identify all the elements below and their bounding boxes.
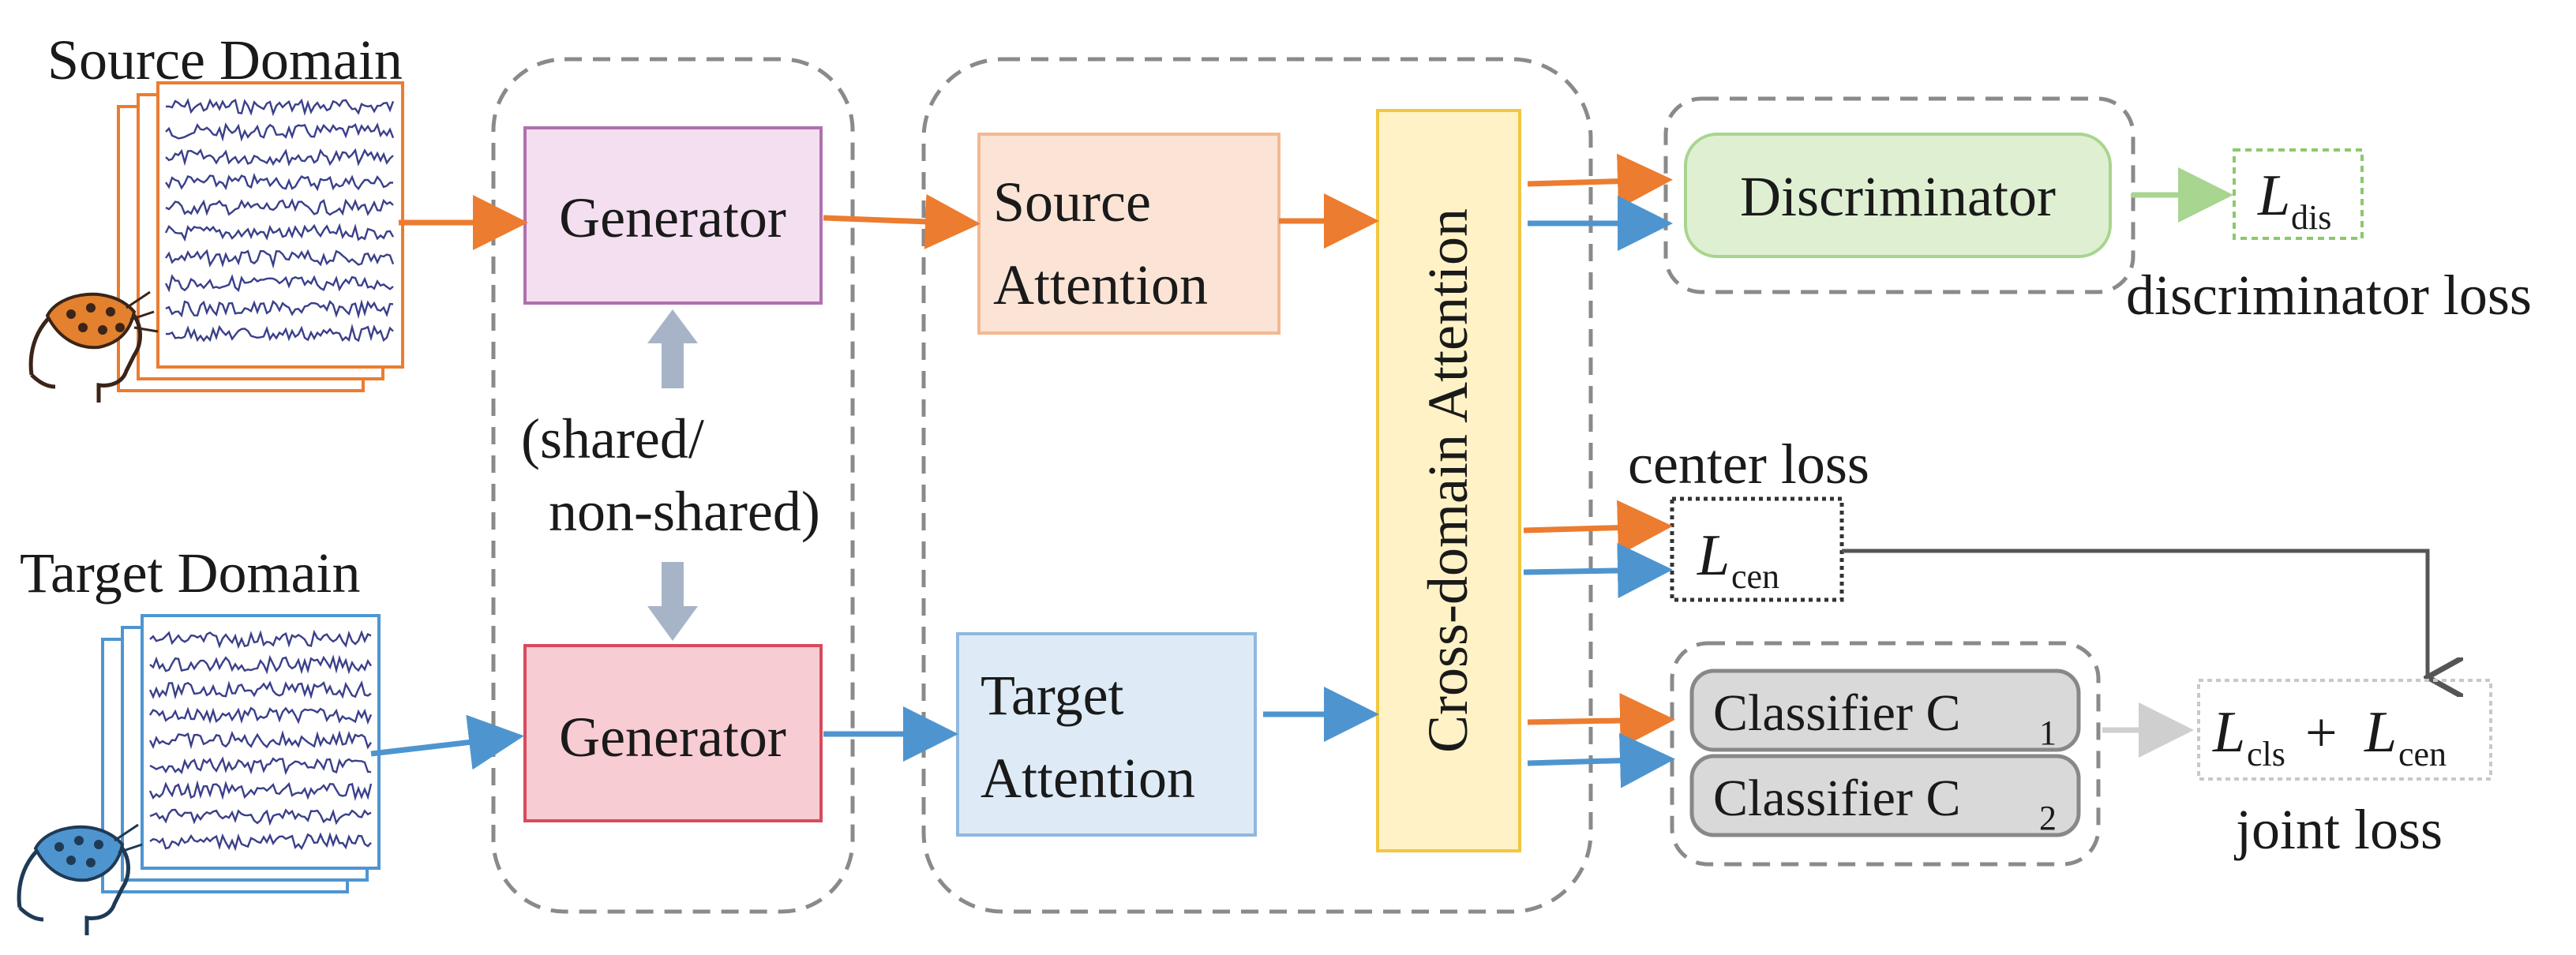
arrow-center-to-joint-loss	[1842, 549, 2428, 677]
target-head-icon	[17, 823, 143, 935]
discriminator-loss-box	[2233, 148, 2364, 240]
generator-bottom-box	[523, 644, 823, 822]
eeg-trace	[164, 223, 395, 242]
arrow-target-to-generator	[370, 714, 524, 770]
source-domain-label: Source Domain	[47, 28, 403, 92]
discriminator-loss-caption: discriminator loss	[2126, 264, 2532, 327]
shared-down-arrow	[647, 562, 698, 641]
discriminator-loss-subscript: dis	[2291, 198, 2331, 237]
generator-top-box	[523, 126, 823, 305]
shared-label-line2: non-shared)	[549, 480, 820, 543]
eeg-trace	[165, 198, 394, 216]
generator-bottom-label: Generator	[559, 706, 786, 769]
classifier-c1-box	[1689, 668, 2081, 752]
eeg-trace	[165, 323, 394, 343]
center-loss-subscript: cen	[1731, 557, 1779, 596]
arrow-cross-to-classifier-source	[1527, 692, 1675, 748]
eeg-trace	[165, 122, 395, 142]
eeg-trace	[149, 629, 372, 650]
eeg-trace	[164, 274, 394, 293]
classifier-c2-subscript: 2	[2039, 799, 2057, 837]
classifier-group-frame	[1670, 641, 2101, 867]
target-attention-line1: Target	[981, 664, 1124, 727]
target-attention-box	[956, 632, 1257, 837]
joint-loss-plus: +	[2305, 701, 2338, 764]
classifier-c2-label: Classifier C	[1713, 770, 1960, 827]
attention-group-frame	[921, 57, 1593, 914]
generator-group-frame	[491, 57, 855, 914]
target-domain-label: Target Domain	[20, 541, 361, 605]
joint-loss-cen-subscript: cen	[2398, 735, 2447, 773]
joint-loss-cls-subscript: cls	[2247, 735, 2285, 773]
eeg-trace	[165, 98, 395, 117]
classifier-c1-label: Classifier C	[1713, 684, 1960, 742]
eeg-trace	[165, 172, 393, 192]
discriminator-loss-symbol: L	[2257, 163, 2290, 228]
joint-loss-cen-symbol: L	[2364, 700, 2397, 765]
discriminator-label: Discriminator	[1740, 165, 2056, 228]
arrow-cross-to-discriminator-source	[1527, 153, 1673, 209]
cross-domain-attention-label: Cross-domain Attention	[1416, 208, 1479, 753]
eeg-trace	[149, 756, 372, 776]
eeg-trace	[165, 148, 394, 167]
joint-loss-box	[2197, 679, 2492, 781]
center-loss-caption: center loss	[1628, 433, 1869, 496]
source-eeg-stack	[117, 81, 404, 392]
eeg-trace	[149, 831, 372, 852]
shared-up-arrow	[647, 309, 698, 388]
eeg-trace	[149, 654, 373, 675]
classifier-c2-box	[1689, 754, 2081, 837]
cross-domain-attention-box	[1376, 109, 1521, 852]
discriminator-box	[1684, 133, 2112, 258]
arrow-generator-to-source-attention	[823, 193, 981, 249]
source-attention-line1: Source	[993, 170, 1151, 234]
arrow-cross-to-classifier-target	[1527, 732, 1675, 788]
target-eeg-stack	[101, 614, 381, 893]
classifier-c1-subscript: 1	[2039, 713, 2057, 752]
eeg-trace	[148, 706, 373, 725]
arrow-cross-to-center-source	[1523, 500, 1673, 556]
shared-label-line1: (shared/	[521, 407, 704, 470]
eeg-trace	[148, 780, 373, 802]
eeg-trace	[149, 808, 372, 826]
joint-loss-cls-symbol: L	[2212, 700, 2245, 765]
target-attention-line2: Attention	[981, 747, 1195, 810]
center-loss-symbol: L	[1697, 523, 1730, 588]
arrow-cross-to-center-target	[1523, 542, 1673, 598]
generator-top-label: Generator	[559, 186, 786, 249]
eeg-trace	[165, 249, 395, 269]
eeg-trace	[165, 298, 394, 320]
eeg-trace	[148, 729, 372, 750]
eeg-trace	[148, 680, 372, 700]
joint-loss-caption: joint loss	[2233, 798, 2443, 861]
source-attention-box	[977, 133, 1281, 335]
source-attention-line2: Attention	[993, 253, 1208, 316]
source-head-icon	[28, 290, 159, 403]
